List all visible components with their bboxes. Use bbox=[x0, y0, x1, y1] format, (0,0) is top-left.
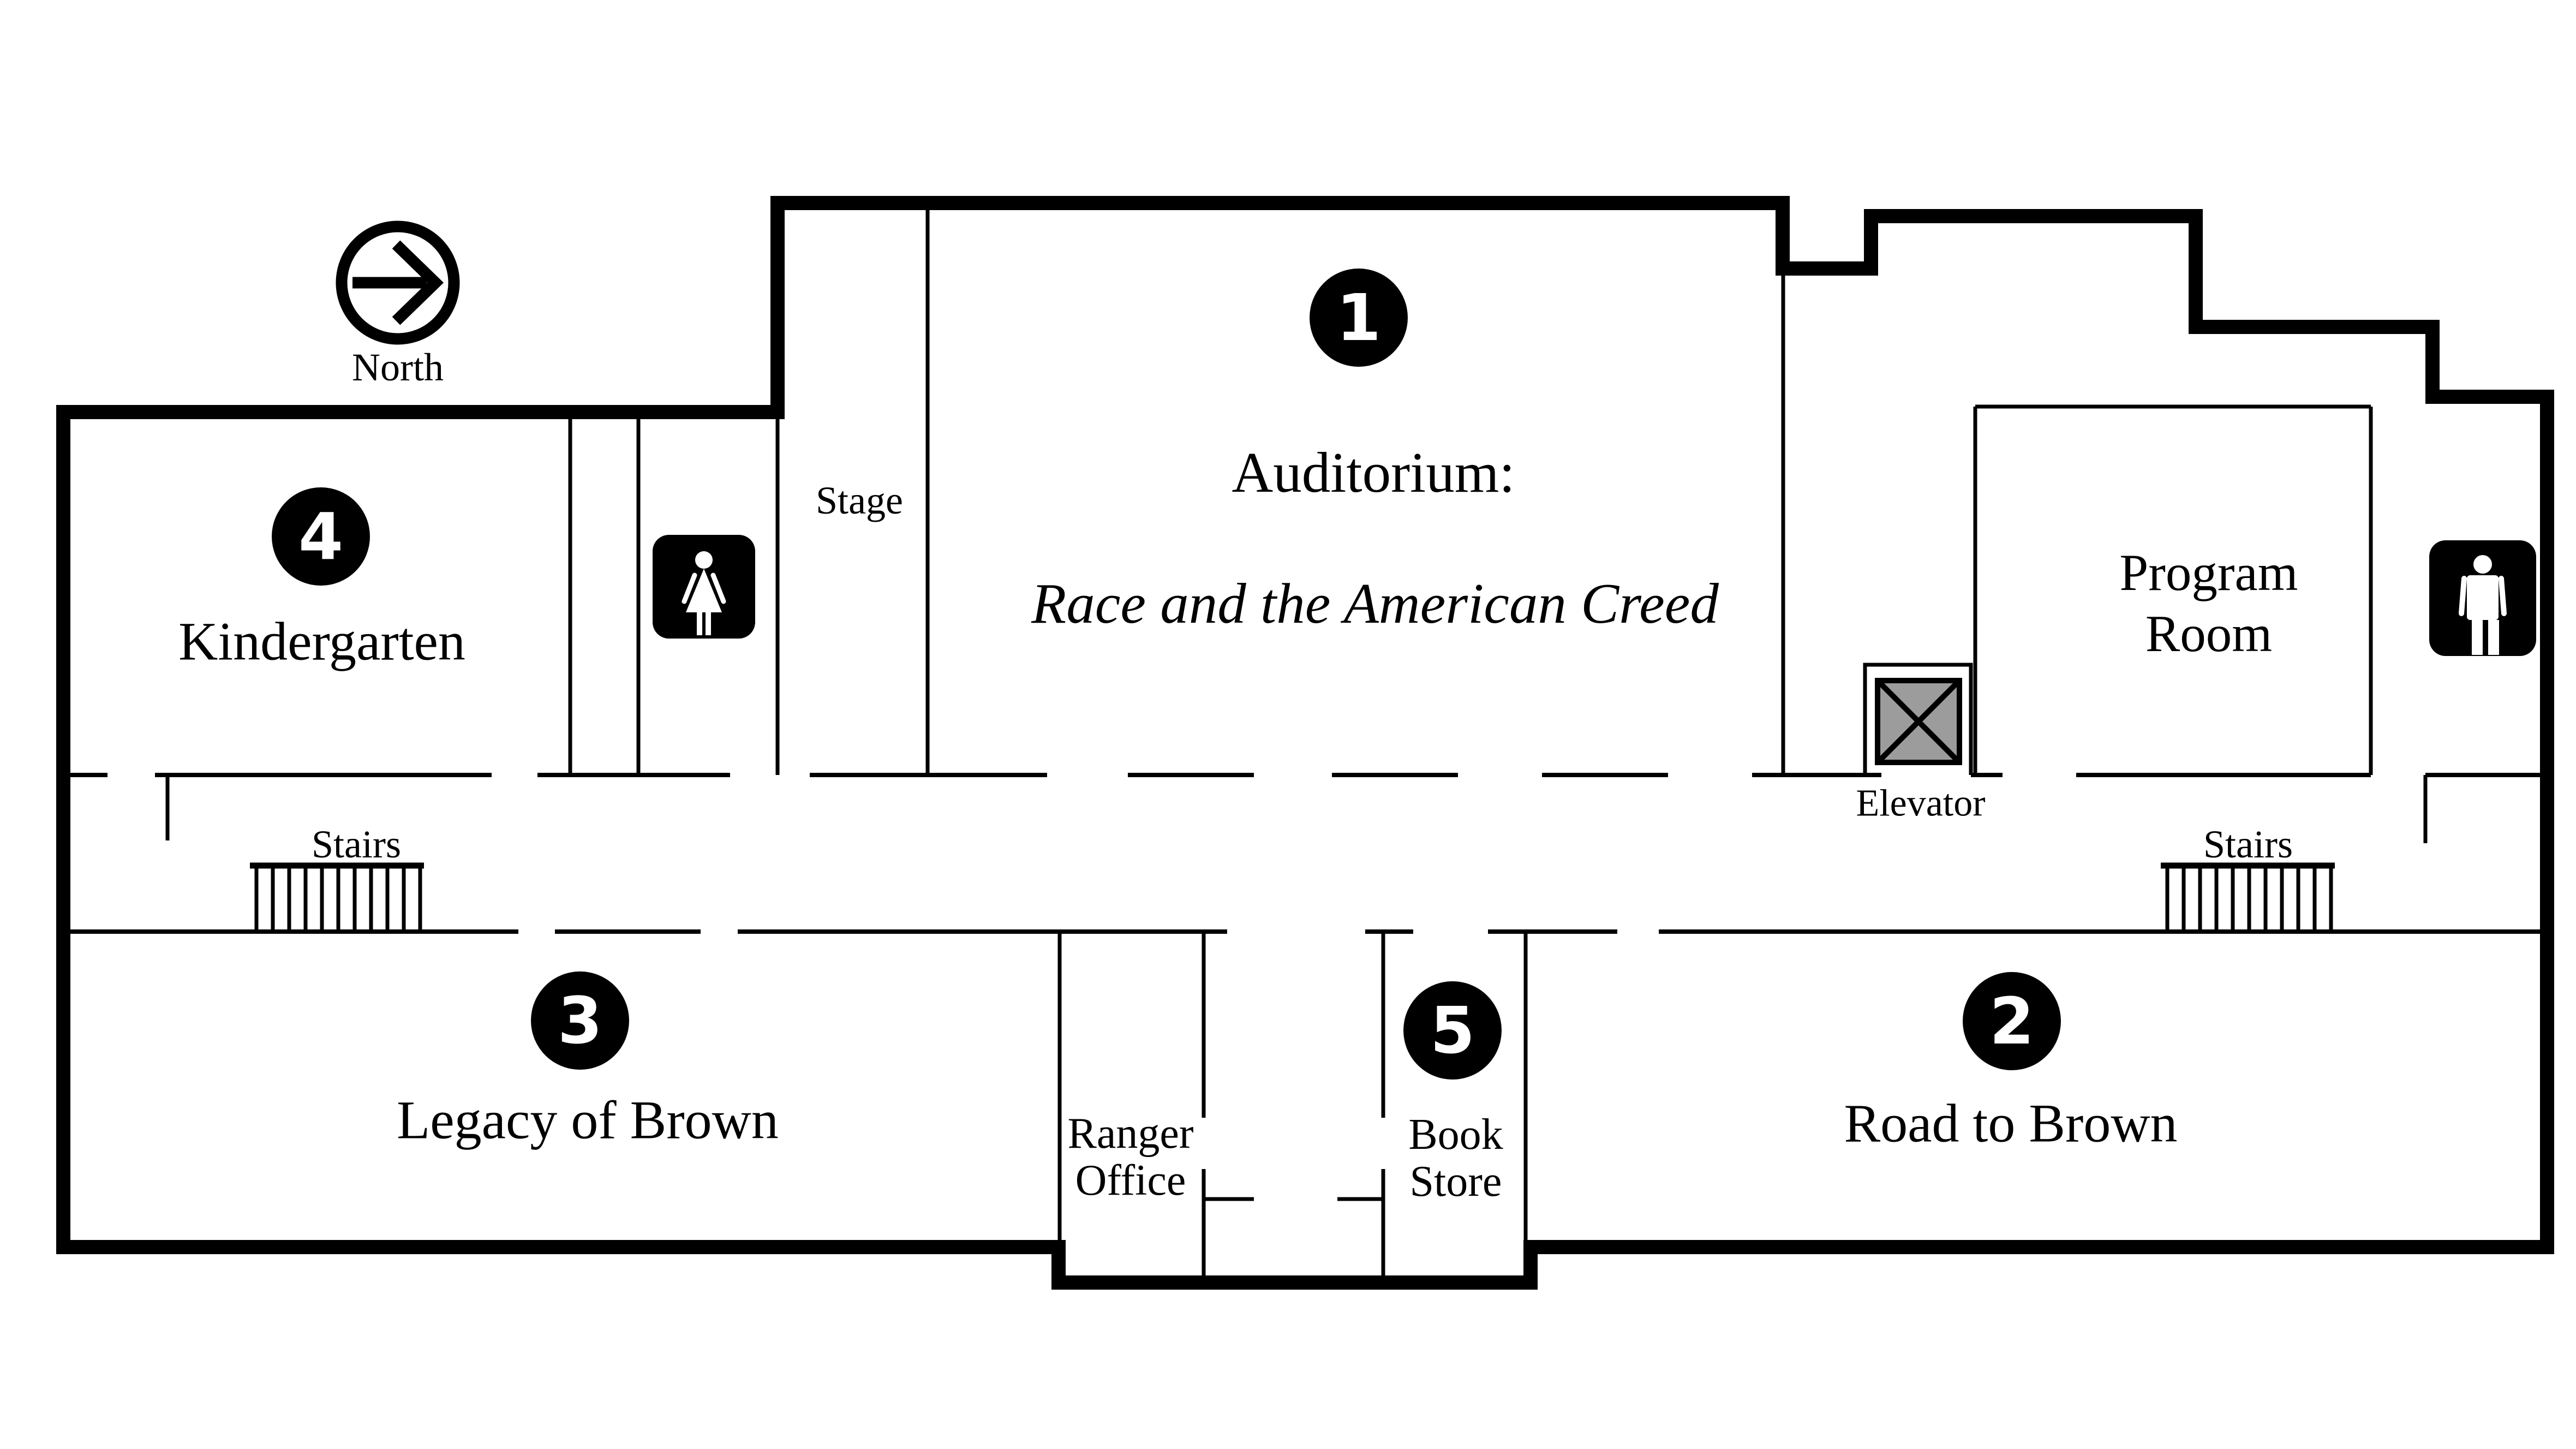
room-badge-book-store: 5 bbox=[1403, 981, 1502, 1080]
stairs-icon bbox=[2161, 862, 2335, 932]
elevator-label: Elevator bbox=[1856, 782, 1986, 825]
book-store-label-line1: Book bbox=[1408, 1111, 1503, 1159]
room-badge-road-to-brown: 2 bbox=[1963, 972, 2061, 1070]
men-restroom-icon bbox=[2429, 540, 2536, 656]
room-badge-legacy-of-brown: 3 bbox=[531, 971, 629, 1070]
stairs-right-label: Stairs bbox=[2203, 822, 2293, 867]
ranger-office-label-line1: Ranger bbox=[1067, 1110, 1194, 1158]
stage-label: Stage bbox=[816, 479, 903, 523]
stairs-icon bbox=[250, 862, 424, 932]
book-store-label-line2: Store bbox=[1409, 1158, 1502, 1206]
legacy-of-brown-label: Legacy of Brown bbox=[397, 1089, 779, 1150]
women-restroom-icon bbox=[653, 535, 755, 639]
room-badge-auditorium: 1 bbox=[1310, 269, 1408, 367]
book-store-label: Book Store bbox=[1408, 1111, 1503, 1205]
auditorium-title: Auditorium: bbox=[1232, 440, 1515, 504]
ranger-office-label: Ranger Office bbox=[1067, 1110, 1193, 1204]
program-room-label-line2: Room bbox=[2145, 605, 2273, 663]
north-label: North bbox=[352, 345, 444, 390]
north-arrow-icon bbox=[336, 220, 460, 345]
kindergarten-label: Kindergarten bbox=[178, 611, 465, 672]
program-room-label: Program Room bbox=[2119, 542, 2298, 664]
program-room-label-line1: Program bbox=[2119, 544, 2298, 601]
stairs-left-label: Stairs bbox=[311, 822, 402, 867]
room-badge-kindergarten: 4 bbox=[272, 487, 370, 586]
ranger-office-label-line2: Office bbox=[1075, 1156, 1186, 1204]
interior-walls-vertical bbox=[165, 203, 2428, 1283]
auditorium-subtitle: Race and the American Creed bbox=[1031, 571, 1719, 635]
road-to-brown-label: Road to Brown bbox=[1844, 1093, 2178, 1154]
interior-walls-horizontal bbox=[1204, 404, 2371, 1201]
elevator-shaft-icon bbox=[1863, 663, 1973, 775]
